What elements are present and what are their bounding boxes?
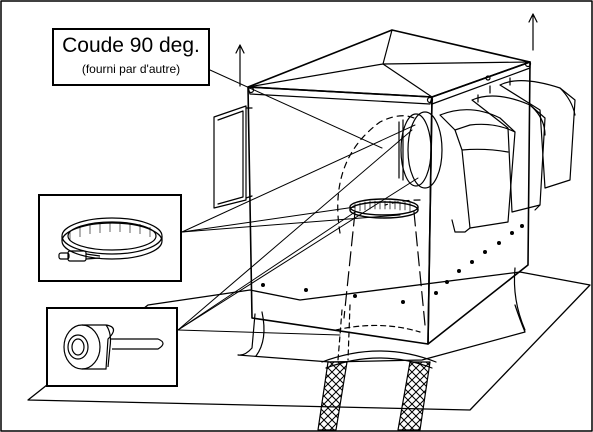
roof-ridges [247, 29, 531, 98]
duct-collar-hidden [335, 324, 421, 333]
hood-front [439, 109, 516, 229]
elbow-callout: Coude 90 deg. (fourni par d'autre) [52, 28, 210, 86]
leader-lines [177, 69, 419, 336]
corner-bolt [426, 96, 434, 104]
flex-duct-right [397, 361, 431, 431]
corner-bolt [485, 75, 491, 81]
callout-subtitle: (fourni par d'autre) [81, 62, 181, 76]
cabinet-right-face [427, 61, 531, 345]
side-handle-mount [245, 107, 253, 199]
foil-tape-roll-icon [63, 324, 164, 370]
elbow-hidden-inner [384, 199, 421, 206]
leader-clamp-1 [181, 206, 356, 233]
leader-tape-4 [177, 177, 419, 331]
duct-hidden-lines [343, 211, 426, 326]
leader-clamp-3 [181, 214, 401, 233]
leader-elbow [209, 69, 383, 149]
side-handle-inner [217, 110, 244, 205]
filter-hoods [439, 77, 576, 233]
corner-bolt [524, 60, 532, 68]
roof-plate [27, 271, 591, 411]
leader-tape-1 [177, 129, 413, 331]
leader-tape-2 [177, 211, 356, 331]
rivets [261, 224, 524, 304]
hood-back [499, 80, 576, 189]
elbow-opening [407, 111, 443, 189]
base-hidden-lines [337, 304, 351, 361]
tape-detail-box [46, 307, 178, 387]
clamp-detail-box [38, 194, 182, 282]
hose-clamp-icon [58, 217, 163, 262]
duct-collar-bottom [325, 357, 433, 369]
callout-title: Coude 90 deg. [62, 34, 200, 57]
arrow-up-left [235, 44, 245, 87]
flashing-fold-right [513, 267, 526, 331]
duct-collar-top [321, 350, 437, 363]
elbow-opening-inner [400, 113, 432, 187]
hood-middle [471, 95, 546, 213]
arrow-up-right [528, 13, 538, 51]
flex-duct-left [317, 361, 348, 431]
elbow-hidden-outer [337, 115, 415, 234]
leader-clamp-2 [181, 124, 416, 233]
leader-tape-3 [177, 329, 341, 336]
flashing-fold-left [255, 311, 265, 357]
side-handle [213, 105, 247, 209]
